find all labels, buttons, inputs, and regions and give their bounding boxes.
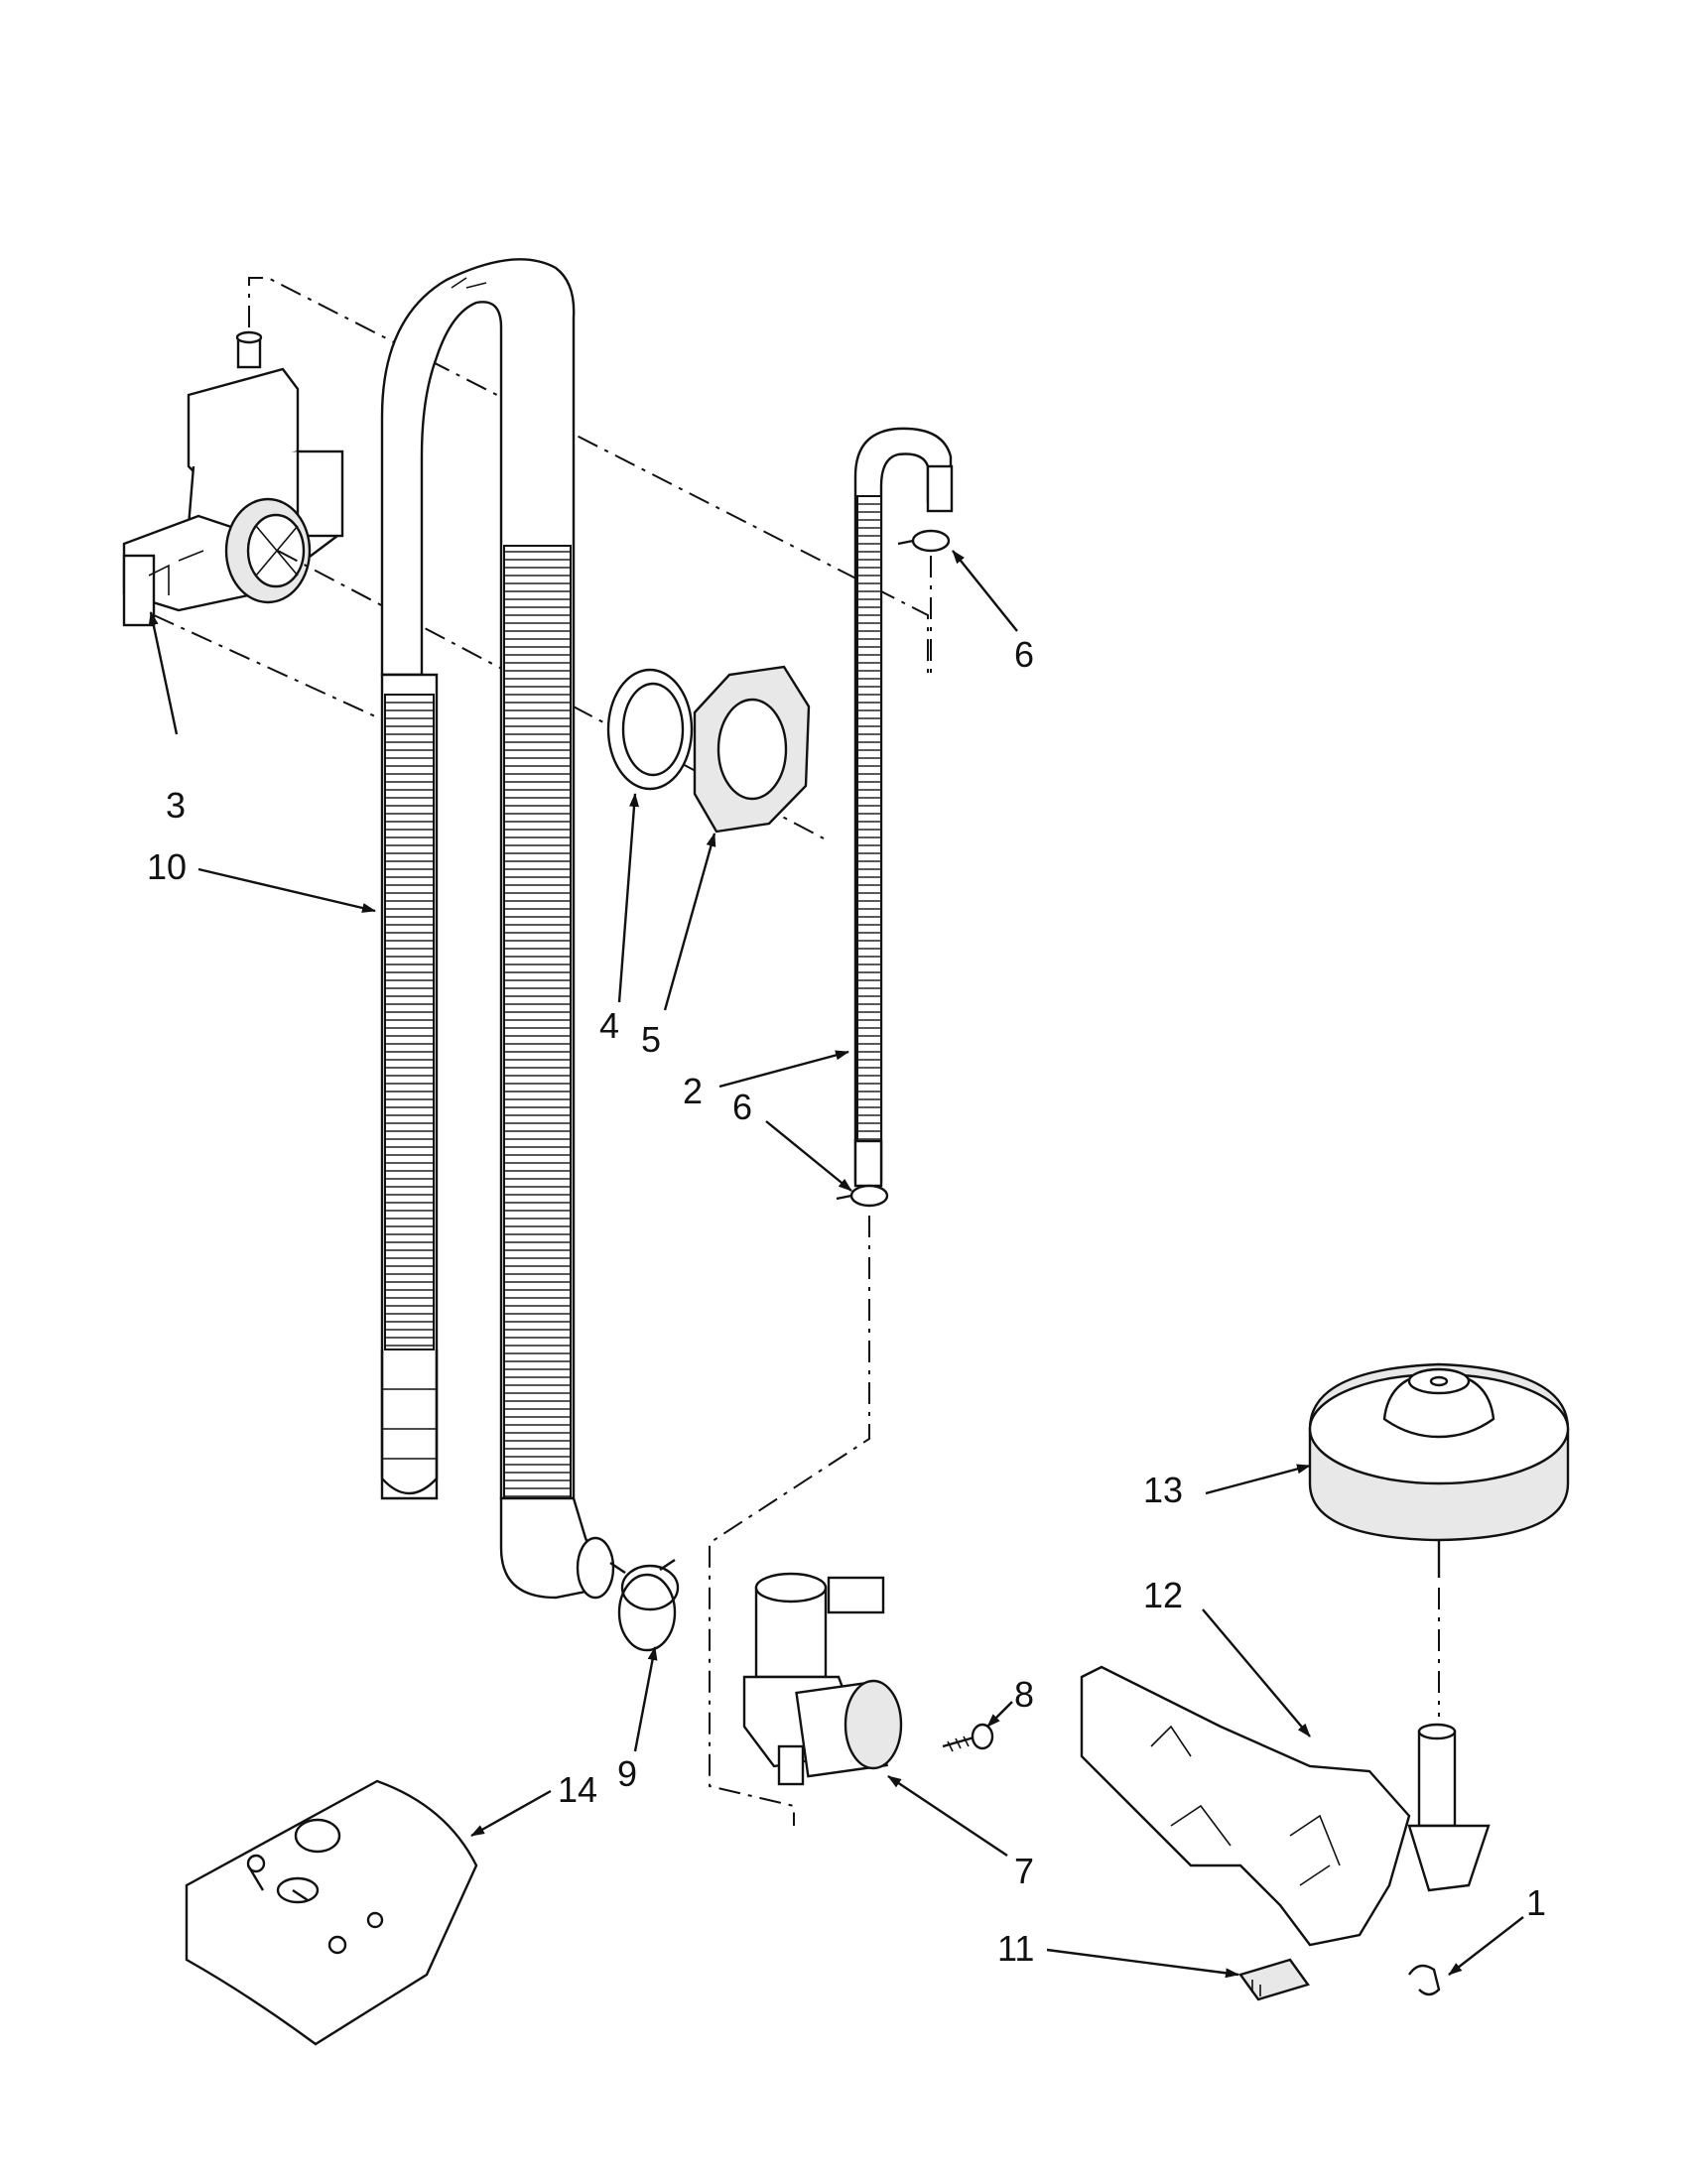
callout-13: 13	[1143, 1470, 1184, 1510]
callout-6-lower: 6	[732, 1087, 753, 1127]
callout-14: 14	[558, 1769, 598, 1810]
callout-4: 4	[599, 1005, 620, 1046]
clamp-part-upper	[897, 529, 951, 553]
callout-2: 2	[683, 1071, 704, 1111]
callout-7: 7	[1014, 1851, 1035, 1891]
nut-part	[693, 665, 811, 834]
switch-part	[1238, 1958, 1310, 2001]
callout-5: 5	[641, 1019, 662, 1060]
bracket-part	[1080, 1665, 1491, 1947]
parts-bag-part	[185, 1779, 478, 2046]
callout-10: 10	[147, 846, 188, 887]
gasket-part	[606, 668, 694, 791]
leader-lines	[148, 550, 1524, 1979]
clip-part	[1408, 1964, 1441, 1996]
callout-1: 1	[1526, 1882, 1547, 1923]
callout-6-upper: 6	[1014, 634, 1035, 675]
callout-11: 11	[997, 1928, 1035, 1969]
drain-hose-part	[380, 258, 615, 1600]
float-part	[1308, 1362, 1570, 1578]
callout-12: 12	[1143, 1575, 1184, 1615]
callout-8: 8	[1014, 1674, 1035, 1715]
callout-3: 3	[166, 785, 187, 826]
callout-9: 9	[617, 1753, 638, 1794]
clamp-part-lower	[836, 1184, 889, 1208]
screw-part	[942, 1723, 994, 1752]
water-valve-part	[742, 1572, 903, 1786]
housing-part	[122, 330, 344, 627]
spring-clamp-part	[609, 1559, 680, 1652]
fill-hose-part	[853, 427, 954, 1188]
